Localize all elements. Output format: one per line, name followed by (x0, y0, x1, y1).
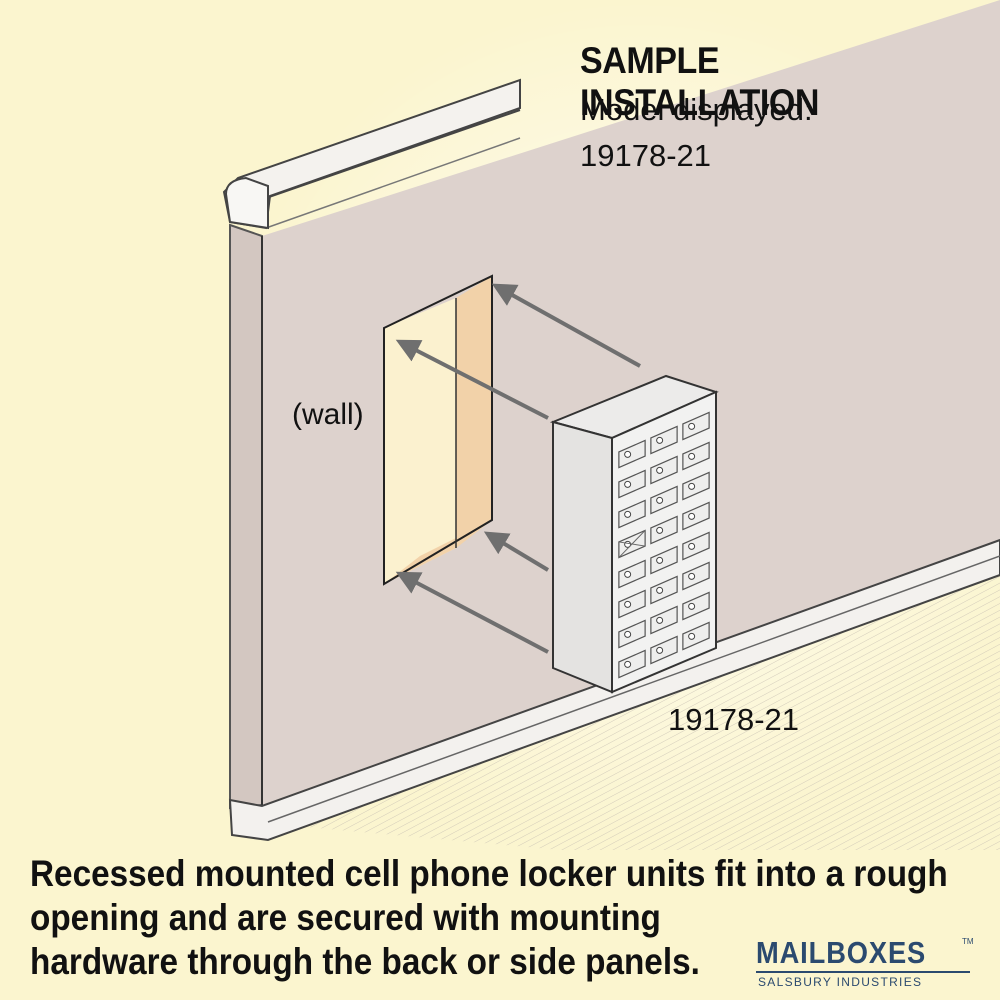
top-cap-line-2 (265, 137, 521, 229)
opening-side-panel (456, 276, 492, 548)
lock-icon (688, 572, 696, 580)
page-title: SAMPLE INSTALLATION (580, 40, 820, 123)
mailboxes-logo: MAILBOXES TM SALSBURY INDUSTRIES (756, 935, 976, 991)
locker-door (618, 589, 646, 619)
lock-icon (688, 602, 696, 610)
logo-trademark: TM (962, 937, 974, 946)
caption-line-1: Recessed mounted cell phone locker units… (30, 853, 948, 894)
locker-door (682, 561, 710, 591)
baseboard-line (267, 555, 1000, 823)
lock-icon (624, 480, 632, 488)
locker-door (650, 485, 678, 515)
locker-door (650, 455, 678, 485)
lock-icon (688, 512, 696, 520)
lock-icon (656, 526, 664, 534)
logo-name: MAILBOXES (756, 935, 927, 970)
locker-door (618, 619, 646, 649)
lock-icon (656, 586, 664, 594)
locker-door (650, 635, 678, 665)
model-number: 19178-21 (580, 138, 712, 173)
model-label: Model displayed: (580, 92, 813, 127)
lock-icon (688, 542, 696, 550)
caption: Recessed mounted cell phone locker units… (30, 852, 948, 984)
lock-icon (624, 660, 632, 668)
arrows (395, 283, 641, 654)
locker-door (650, 425, 678, 455)
lock-icon (624, 600, 632, 608)
opening-outline (383, 274, 493, 586)
caption-line-3: hardware through the back or side panels… (30, 941, 700, 982)
locker-door (682, 441, 710, 471)
top-cap-end (224, 176, 269, 230)
arrow-top (491, 283, 641, 368)
lock-icon (688, 422, 696, 430)
locker-door (682, 501, 710, 531)
lock-icon (656, 436, 664, 444)
locker-door (618, 499, 646, 529)
locker-door (618, 469, 646, 499)
arrow-lower (483, 531, 550, 572)
arrow-bottom (395, 571, 549, 654)
logo-subtitle: SALSBURY INDUSTRIES (758, 975, 923, 989)
lock-icon (688, 632, 696, 640)
lock-icon (656, 646, 664, 654)
locker-unit (549, 374, 719, 694)
blank-panel-cross (618, 530, 646, 558)
wall-label: (wall) (292, 398, 364, 431)
locker-door (618, 439, 646, 469)
lock-icon (656, 496, 664, 504)
arrow-upper (395, 339, 549, 420)
locker-door (682, 591, 710, 621)
logo-rule (756, 971, 970, 973)
locker-door (682, 531, 710, 561)
locker-door (618, 649, 646, 679)
opening-interior (384, 298, 456, 584)
locker-door (682, 411, 710, 441)
locker-door (682, 471, 710, 501)
locker-door (650, 515, 678, 545)
locker-door (650, 605, 678, 635)
lock-icon (688, 482, 696, 490)
locker-door (650, 545, 678, 575)
locker-door (650, 575, 678, 605)
locker-doors (618, 411, 710, 679)
lock-icon (656, 556, 664, 564)
lock-icon (688, 452, 696, 460)
unit-model-label: 19178-21 (668, 702, 800, 737)
lock-icon (624, 630, 632, 638)
lock-icon (656, 466, 664, 474)
caption-line-2: opening and are secured with mounting (30, 897, 661, 938)
lock-icon (656, 616, 664, 624)
lock-icon (624, 570, 632, 578)
lock-icon (624, 510, 632, 518)
wall-edge (229, 223, 263, 810)
lock-icon (624, 450, 632, 458)
locker-door (682, 621, 710, 651)
locker-side (552, 420, 613, 694)
locker-door (618, 559, 646, 589)
top-cap-line (265, 109, 521, 199)
